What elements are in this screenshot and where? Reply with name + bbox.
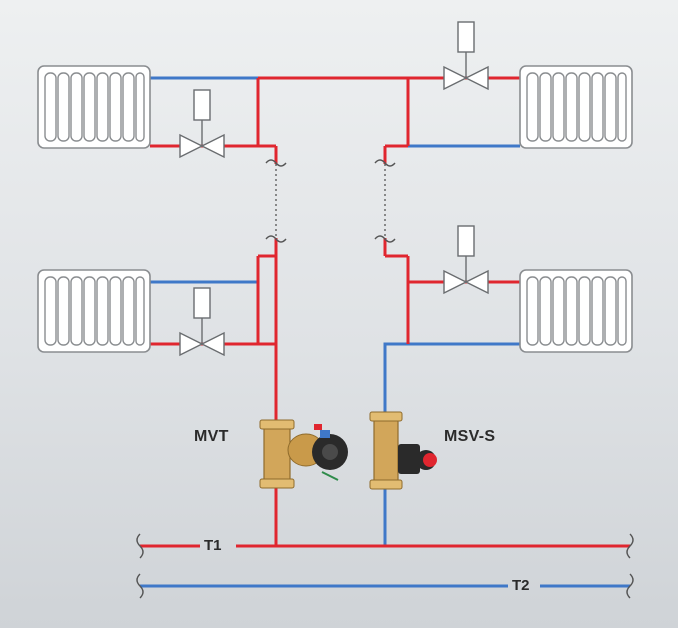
radiator-icon [519, 65, 633, 149]
pipe-label-t1: T1 [204, 537, 222, 554]
valve-label-msv-s: MSV-S [444, 428, 496, 445]
pipe-break-icon [265, 159, 396, 243]
balancing-valve-icon [259, 419, 348, 489]
pipe-end-marks [136, 533, 634, 599]
pipe-break-dashes [275, 164, 386, 238]
valve-label-mvt: MVT [194, 428, 229, 445]
pipe-label-t2: T2 [512, 577, 530, 594]
radiator-icon [519, 269, 633, 353]
radiator-icon [37, 65, 151, 149]
balancing-valve-icon [369, 411, 437, 490]
radiator-icon [37, 269, 151, 353]
